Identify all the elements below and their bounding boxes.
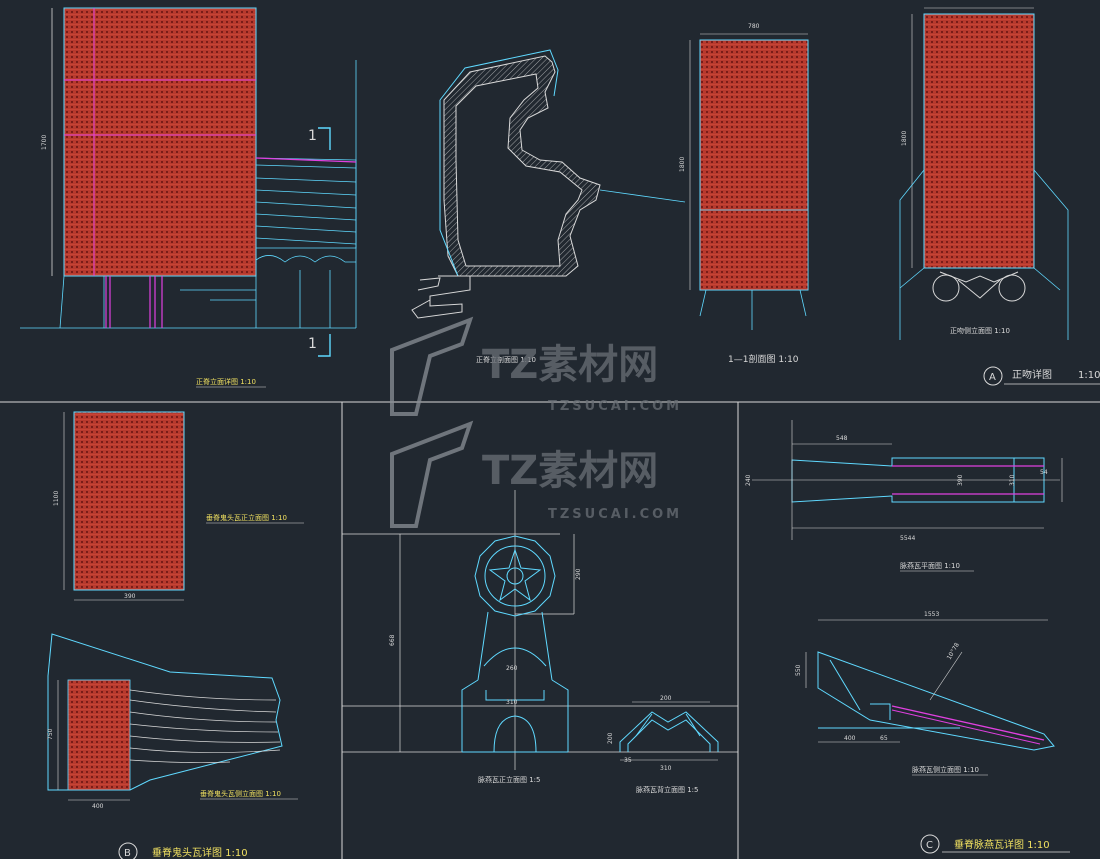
tile-back-a-dim: 35 — [624, 757, 632, 764]
tile-front-top-dim: 290 — [575, 568, 582, 580]
zhengwen-side-elevation: 1800 正吻侧立面图 1:10 A 正吻详图 1:10 — [899, 7, 1100, 386]
front-height-dim: 1700 — [41, 135, 48, 150]
watermark-top: TZ素材网 TZSUCAI.COM — [390, 316, 682, 416]
front-section: 正脊立剖面图 1:10 — [411, 49, 686, 364]
section-marker-top: 1 — [308, 128, 317, 144]
front-elevation-title: 正脊立面详图 1:10 — [196, 377, 256, 386]
tile-front-height-dim: 668 — [389, 634, 396, 646]
zhengwen-detail-scale: 1:10 — [1078, 370, 1100, 381]
ridge-head-front: 1100 390 垂脊鬼头瓦正立面图 1:10 — [53, 411, 304, 601]
plan-left-dim: 240 — [745, 474, 752, 486]
ridge-head-side-title: 垂脊鬼头瓦侧立面图 1:10 — [200, 789, 281, 798]
tile-back-top-dim: 200 — [660, 695, 672, 702]
side-top-dim: 1553 — [924, 611, 939, 618]
ridge-head-detail-title: 垂脊鬼头瓦详图 1:10 — [152, 846, 248, 859]
head-front-width-dim: 390 — [124, 593, 136, 600]
tile-back-b-dim: 200 — [607, 732, 614, 744]
head-side-height-dim: 750 — [47, 728, 54, 740]
section-marker-bottom: 1 — [308, 336, 317, 352]
swallow-tile-back-title: 脉燕瓦背立面图 1:5 — [636, 785, 699, 794]
marker-b: B — [124, 848, 131, 859]
swallow-tile-plan-title: 脉燕瓦平面图 1:10 — [900, 561, 960, 570]
swallow-tile-front-title: 脉燕瓦正立面图 1:5 — [478, 775, 541, 784]
watermark-brand-top: TZ素材网 — [482, 342, 658, 388]
ridge-swallow-detail-title: 垂脊脉燕瓦详图 1:10 — [954, 838, 1050, 851]
tile-front-mid-dim: 260 — [506, 665, 518, 672]
zhengwen-detail-title: 正吻详图 — [1012, 368, 1052, 381]
front-elevation: 1 1 1700 正脊立面详图 1:10 — [20, 7, 357, 388]
front-section-title: 正脊立剖面图 1:10 — [476, 355, 536, 364]
zhengwen-side-title: 正吻侧立面图 1:10 — [950, 326, 1010, 335]
watermark-brand-middle: TZ素材网 — [482, 448, 658, 494]
plan-top-dim: 548 — [836, 435, 848, 442]
marker-a: A — [989, 372, 996, 383]
plan-right-a-dim: 54 — [1040, 469, 1048, 476]
side-slope-dim: 10°78 — [946, 642, 961, 661]
swallow-tile-side-title: 脉燕瓦侧立面图 1:10 — [912, 765, 979, 774]
side-bottom-a-dim: 400 — [844, 735, 856, 742]
side-left-dim: 550 — [795, 664, 802, 676]
section-width-dim: 780 — [748, 23, 760, 30]
sheet-dividers — [0, 401, 1100, 859]
swallow-tile-side: 1553 550 400 65 10°78 脉燕瓦侧立面图 1:10 C 垂脊脉… — [795, 611, 1070, 854]
watermark-url-top: TZSUCAI.COM — [548, 399, 682, 414]
tile-front-base-dim: 310 — [506, 699, 518, 706]
ridge-head-side: 750 400 垂脊鬼头瓦侧立面图 1:10 B 垂脊鬼头瓦详图 1:10 — [47, 633, 298, 859]
section-1-1-title: 1—1剖面图 1:10 — [728, 353, 799, 365]
swallow-tile-front: 668 290 260 310 脉燕瓦正立面图 1:5 — [342, 490, 738, 784]
swallow-tile-plan: 548 240 390 54 310 5544 脉燕瓦平面图 1:10 — [745, 420, 1063, 572]
swallow-tile-back: 200 310 35 200 脉燕瓦背立面图 1:5 — [607, 695, 719, 794]
marker-c: C — [926, 840, 933, 851]
plan-bottom-dim: 5544 — [900, 535, 915, 542]
ridge-head-front-title: 垂脊鬼头瓦正立面图 1:10 — [206, 513, 287, 522]
head-front-height-dim: 1100 — [53, 491, 60, 506]
section-1-1: 780 1800 1—1剖面图 1:10 — [679, 23, 809, 365]
side-height-dim: 1800 — [901, 131, 908, 146]
watermark-url-middle: TZSUCAI.COM — [548, 507, 682, 522]
watermark-middle: TZ素材网 TZSUCAI.COM — [390, 420, 682, 528]
head-side-width-dim: 400 — [92, 803, 104, 810]
side-bottom-b-dim: 65 — [880, 735, 888, 742]
plan-right-b-dim: 310 — [1009, 474, 1016, 486]
tile-back-bottom-dim: 310 — [660, 765, 672, 772]
plan-mid-dim: 390 — [957, 474, 964, 486]
section-height-dim: 1800 — [679, 157, 686, 172]
